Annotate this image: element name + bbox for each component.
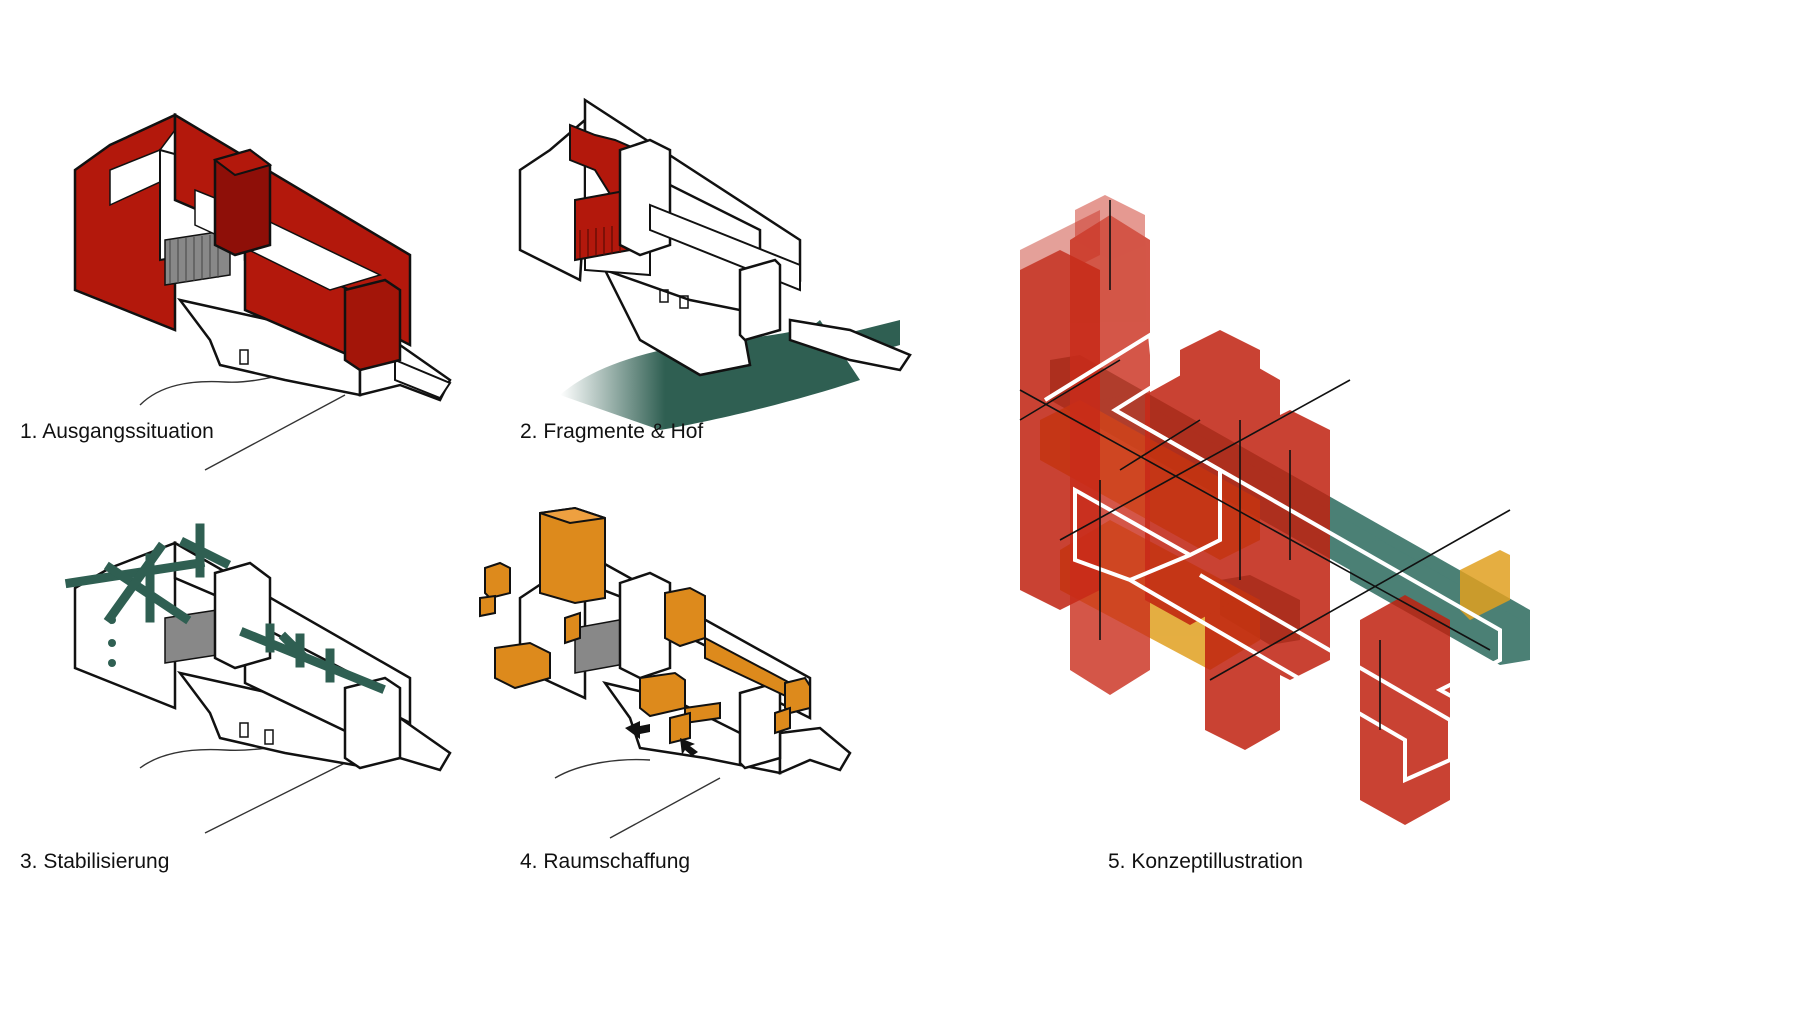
building-diagram-4 xyxy=(479,506,852,839)
building-diagram-2 xyxy=(518,97,912,430)
concept-diagram xyxy=(1019,195,1541,825)
building-diagram-1 xyxy=(73,112,452,471)
panel-ausgangssituation: 1. Ausgangssituation xyxy=(0,0,520,508)
panel-stabilisierung: 3. Stabilisierung xyxy=(0,508,520,1016)
caption-2: 2. Fragmente & Hof xyxy=(520,420,704,443)
caption-4: 4. Raumschaffung xyxy=(520,850,691,873)
caption-3: 3. Stabilisierung xyxy=(20,850,170,873)
caption-1: 1. Ausgangssituation xyxy=(20,420,214,443)
building-diagram-3 xyxy=(64,523,452,834)
panel-raumschaffung: 4. Raumschaffung xyxy=(479,506,1020,1016)
panel-konzeptillustration: 5. Konzeptillustration xyxy=(1019,0,1800,1016)
panel-fragmente-hof: 2. Fragmente & Hof xyxy=(518,0,1020,508)
caption-5: 5. Konzeptillustration xyxy=(1108,850,1303,873)
